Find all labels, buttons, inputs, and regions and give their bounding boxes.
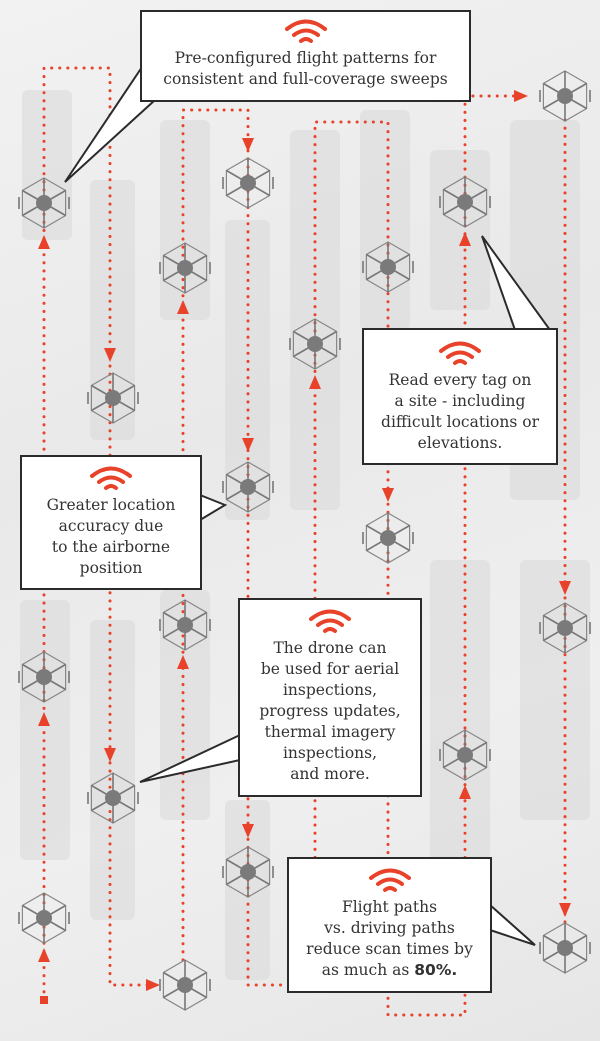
callout-text: consistent and full-coverage sweeps [163,70,448,88]
callout-text: thermal imagery [264,723,396,741]
callout-text: elevations. [417,434,503,452]
callout-text: a site - including [394,392,526,410]
callout-text: to the airborne [51,538,171,556]
drone-icon [539,602,591,654]
callout-text: Flight paths [341,898,438,916]
wireless-signal-icon [90,466,132,490]
callout-location-accuracy: Greater location accuracy due to the air… [20,455,202,590]
drone-icon [222,157,274,209]
callout-text: reduce scan times by [306,940,473,958]
drone-icon [439,176,491,228]
wireless-signal-icon [309,609,351,633]
callout-text: position [79,559,143,577]
drone-icon [362,241,414,293]
callout-read-tags: Read every tag on a site - including dif… [362,328,558,465]
drone-icon [362,512,414,564]
drone-icon [18,892,70,944]
drone-icon [18,651,70,703]
callout-text: and more. [290,765,370,783]
callout-text: inspections, [282,744,378,762]
callout-text: difficult locations or [381,413,539,431]
callout-text: inspections, [282,681,378,699]
drone-icon [159,959,211,1011]
drone-icon [222,846,274,898]
drone-icon [539,70,591,122]
callout-flight-patterns: Pre-configured flight patterns for consi… [140,10,471,102]
drone-icon [289,318,341,370]
drone-icon [222,461,274,513]
direction-arrows [38,90,571,1004]
callout-text: The drone can [273,639,387,657]
drone-icon [439,729,491,781]
wireless-signal-icon [368,868,411,892]
wireless-signal-icon [439,341,481,365]
dotted-route [42,66,567,1017]
callout-text: as much as 80%. [299,960,480,981]
callout-text: Read every tag on [388,371,532,389]
callout-text: progress updates, [259,702,401,720]
drone-icon [159,599,211,651]
drone-icon [539,922,591,974]
callout-text: Pre-configured flight patterns for [174,49,437,67]
wireless-signal-icon [284,19,327,43]
highlight-percentage: 80%. [414,961,458,979]
drone-icon [87,372,139,424]
drone-icon [18,177,70,229]
callout-text: vs. driving paths [324,919,455,937]
callout-scan-times: Flight paths vs. driving paths reduce sc… [287,857,492,993]
drone-icon [87,772,139,824]
callout-text: be used for aerial [260,660,400,678]
callout-text: accuracy due [58,517,164,535]
callout-text-prefix: as much as [321,961,415,979]
callout-text: Greater location [46,496,176,514]
callout-drone-uses: The drone can be used for aerial inspect… [238,598,422,797]
drone-icon [159,242,211,294]
